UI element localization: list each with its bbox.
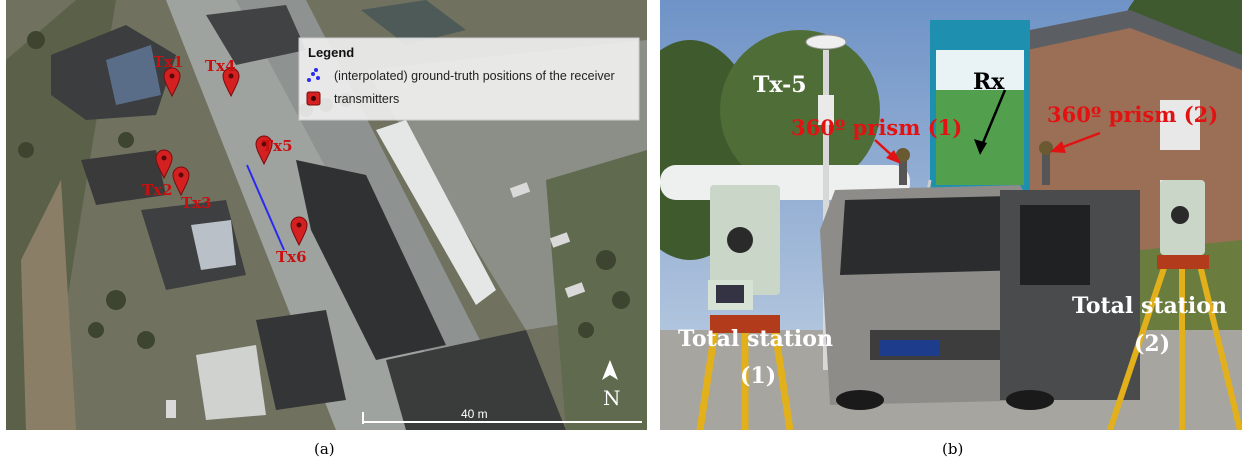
tx1-marker[interactable]: Tx1	[153, 53, 184, 98]
tree-center	[720, 30, 880, 190]
tx4-marker-icon	[222, 67, 240, 98]
rx-label: Rx	[973, 69, 1005, 95]
total-station-1	[696, 185, 794, 430]
north-arrow-icon	[602, 360, 618, 380]
red-square-marker-icon	[306, 91, 321, 106]
field-photo: Tx-5 Rx 360º prism (1) 360º prism (2) To…	[660, 0, 1242, 430]
house-roof	[980, 10, 1242, 70]
tx6-marker[interactable]: Tx6	[276, 216, 308, 266]
aerial-map-panel: Tx1 Tx4 Tx5 Tx2 Tx3 Tx6	[6, 0, 647, 430]
station1-label-line2: (1)	[740, 363, 776, 389]
tx4-label: Tx4	[205, 57, 236, 75]
long-white-tube	[376, 120, 496, 305]
caption-a: (a)	[314, 440, 335, 458]
caption-b: (b)	[942, 440, 964, 458]
tx5-marker-icon	[255, 135, 273, 166]
prism2-arrow	[1050, 131, 1101, 153]
legend-item-ground-truth: (interpolated) ground-truth positions of…	[334, 69, 615, 83]
scale-bar: 40 m	[362, 407, 642, 424]
station1-label-line1: Total station	[678, 326, 833, 352]
tx5-box	[818, 95, 834, 125]
legend-box	[298, 37, 640, 121]
prism2-label: 360º prism (2)	[1047, 102, 1218, 127]
house-window	[1160, 100, 1200, 150]
rx-arrow	[974, 89, 1007, 155]
tx3-marker-icon	[172, 166, 190, 197]
tx3-marker[interactable]: Tx3	[172, 166, 212, 212]
prism1-arrow	[874, 139, 901, 164]
tx2-label: Tx2	[142, 181, 173, 199]
station2-label-line2: (2)	[1134, 331, 1170, 357]
building-top	[206, 5, 306, 65]
building-bottom-right	[386, 330, 566, 430]
building-bottom	[256, 310, 346, 410]
tx1-marker-icon	[163, 67, 181, 98]
tx2-marker[interactable]: Tx2	[142, 149, 173, 199]
field-photo-panel: Tx-5 Rx 360º prism (1) 360º prism (2) To…	[660, 0, 1242, 430]
legend-item-transmitters: transmitters	[334, 92, 399, 106]
building-mid-left	[81, 150, 166, 205]
tx6-label: Tx6	[276, 248, 307, 266]
tx2-marker-icon	[155, 149, 173, 180]
prism1-label: 360º prism (1)	[791, 115, 962, 140]
tx5-label: Tx5	[262, 137, 293, 155]
tx1-label: Tx1	[153, 53, 184, 71]
receiver-path	[246, 164, 285, 251]
grass-right	[546, 150, 647, 430]
scale-bar-label: 40 m	[461, 407, 488, 421]
building-top-right	[361, 0, 466, 45]
tx4-marker[interactable]: Tx4	[205, 57, 240, 98]
station2-label-line1: Total station	[1072, 293, 1227, 319]
tx3-label: Tx3	[181, 194, 212, 212]
blue-dots-icon	[307, 68, 320, 82]
north-arrow: N	[602, 360, 621, 410]
car	[820, 185, 1140, 410]
tx5-photo-label: Tx-5	[753, 72, 807, 98]
tx5-marker[interactable]: Tx5	[255, 135, 293, 166]
tx5-pole	[823, 50, 829, 370]
greenhouse-roof	[191, 220, 236, 270]
legend-title: Legend	[308, 45, 354, 60]
tx5-antenna	[805, 34, 847, 50]
solar-roof	[106, 45, 161, 105]
aerial-map: Tx1 Tx4 Tx5 Tx2 Tx3 Tx6	[6, 0, 647, 430]
parked-cars	[166, 182, 586, 418]
total-station-2	[1107, 180, 1242, 430]
dirt-path	[21, 180, 76, 430]
legend: Legend (interpolated) ground-truth posit…	[298, 37, 640, 121]
billboard-text-area	[936, 50, 1024, 90]
prism-1	[896, 148, 910, 185]
north-label: N	[603, 386, 621, 410]
courtyard	[196, 345, 266, 420]
building-center	[296, 160, 446, 360]
tx6-marker-icon	[290, 216, 308, 247]
prism-2	[1039, 141, 1053, 185]
billboard-image	[936, 90, 1024, 185]
